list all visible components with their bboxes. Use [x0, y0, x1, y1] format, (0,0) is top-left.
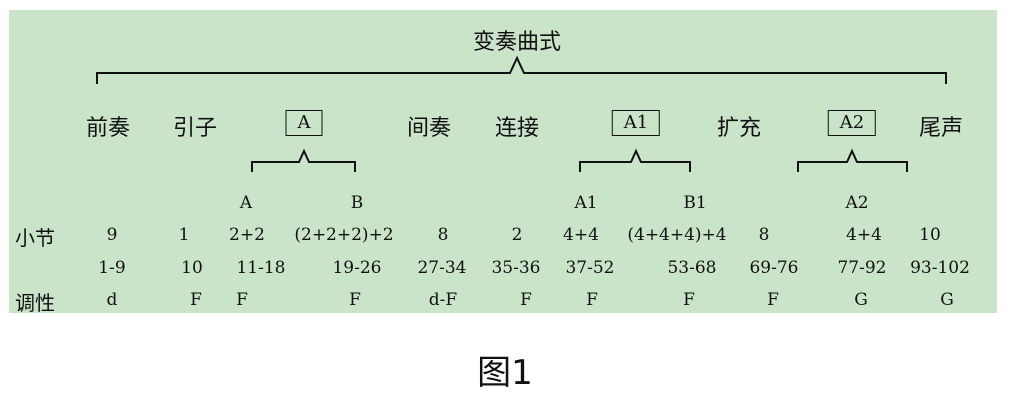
section-intro: 引子 — [172, 116, 218, 141]
section-a1-box: A1 — [611, 110, 661, 136]
range-cell: 27-34 — [417, 258, 467, 278]
key-cell: F — [349, 290, 361, 310]
key-cell: F — [586, 290, 598, 310]
range-cell: 53-68 — [667, 258, 717, 278]
range-cell: 69-76 — [749, 258, 799, 278]
section-a-box: A — [285, 110, 323, 136]
bars-cell: 1 — [178, 225, 190, 245]
key-cell: G — [854, 290, 868, 310]
key-cell: F — [236, 290, 248, 310]
bars-cell: 10 — [919, 225, 941, 245]
range-cell: 35-36 — [491, 258, 541, 278]
figure-caption: 图1 — [477, 353, 533, 393]
key-cell: d-F — [428, 290, 458, 310]
key-cell: F — [190, 290, 202, 310]
brace-layer — [96, 55, 947, 172]
brace-a — [251, 148, 356, 172]
bars-cell: (2+2+2)+2 — [294, 225, 394, 245]
range-cell: 10 — [181, 258, 203, 278]
key-cell: d — [106, 290, 118, 310]
range-cell: 93-102 — [910, 258, 970, 278]
bars-cell: 4+4 — [846, 225, 882, 245]
bars-cell: 2+2 — [229, 225, 265, 245]
range-cell: 19-26 — [332, 258, 382, 278]
key-cell: G — [940, 290, 954, 310]
range-cell: 77-92 — [837, 258, 887, 278]
section-transition: 连接 — [494, 116, 540, 141]
main-brace — [96, 55, 947, 84]
bars-cell: (4+4+4)+4 — [627, 225, 727, 245]
subsection-b: B — [350, 193, 364, 213]
range-cell: 37-52 — [565, 258, 615, 278]
range-cell: 1-9 — [98, 258, 126, 278]
brace-a2 — [797, 148, 908, 172]
key-row-label: 调性 — [15, 291, 55, 315]
subsection-b1: B1 — [683, 193, 707, 213]
section-interlude: 间奏 — [406, 116, 452, 141]
section-coda: 尾声 — [918, 116, 964, 141]
bars-row-label: 小节 — [15, 226, 55, 250]
bars-cell: 2 — [511, 225, 523, 245]
bars-cell: 4+4 — [563, 225, 599, 245]
section-prelude: 前奏 — [85, 116, 131, 141]
bars-cell: 8 — [758, 225, 770, 245]
diagram-panel: 变奏曲式 前奏 引子 A 间奏 连接 A1 扩充 A2 尾声 A B A1 B1… — [9, 10, 997, 315]
bars-cell: 8 — [437, 225, 449, 245]
subsection-a: A — [239, 193, 253, 213]
key-cell: F — [767, 290, 779, 310]
diagram-title: 变奏曲式 — [473, 30, 562, 55]
subsection-a2: A2 — [845, 193, 869, 213]
section-a2-box: A2 — [827, 110, 877, 136]
key-cell: F — [520, 290, 532, 310]
key-cell: F — [683, 290, 695, 310]
bars-cell: 9 — [106, 225, 118, 245]
brace-a1 — [579, 148, 691, 172]
range-cell: 11-18 — [236, 258, 286, 278]
section-extension: 扩充 — [716, 116, 762, 141]
subsection-a1: A1 — [574, 193, 598, 213]
